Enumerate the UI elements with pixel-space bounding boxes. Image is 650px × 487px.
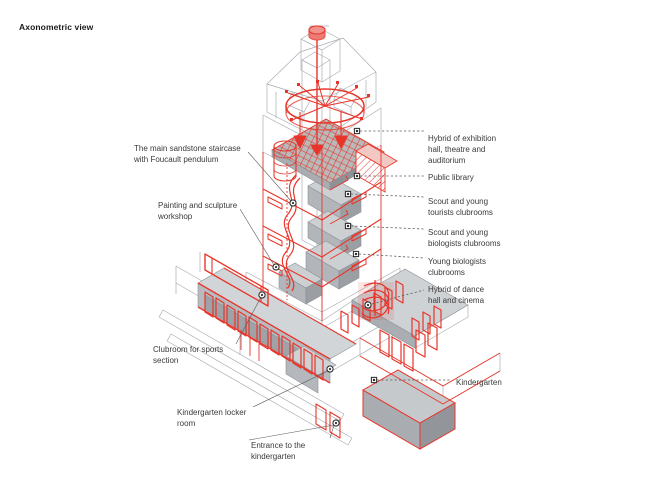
leader-scout-young-biologists — [350, 225, 425, 230]
leader-young-biologists — [358, 253, 425, 259]
marker-kindergarten — [370, 376, 378, 384]
leader-painting-sculpture-workshop — [239, 208, 275, 266]
label-kindergarten-locker-room: Kindergarten locker room — [177, 408, 247, 429]
new-intervention-red — [197, 25, 501, 439]
label-clubroom-sports-section: Clubroom for sports section — [153, 345, 224, 366]
marker-public-library — [353, 172, 361, 180]
leader-hybrid-dance-cinema — [367, 289, 425, 306]
leader-lines — [235, 130, 452, 441]
leader-clubroom-sports-section — [235, 296, 262, 345]
leader-kindergarten-locker-room — [252, 370, 329, 408]
label-main-sandstone-staircase: The main sandstone staircase with Foucau… — [134, 144, 241, 165]
label-entrance-to-kindergarten: Entrance to the kindergarten — [251, 441, 306, 462]
marker-hybrid-dance-cinema — [364, 301, 372, 309]
label-scout-young-tourists: Scout and young tourists clubrooms — [428, 197, 493, 218]
marker-young-biologists — [352, 250, 360, 258]
marker-scout-young-biologists — [344, 222, 352, 230]
leader-main-sandstone-staircase — [247, 151, 292, 202]
marker-clubroom-sports-section — [258, 291, 266, 299]
marker-main-sandstone-staircase — [289, 199, 297, 207]
marker-hybrid-exhibition-hall — [353, 127, 361, 135]
label-painting-sculpture-workshop: Painting and sculpture workshop — [158, 201, 238, 222]
page-title: Axonometric view — [19, 22, 94, 32]
marker-entrance-to-kindergarten — [332, 419, 340, 427]
label-scout-young-biologists: Scout and young biologists clubrooms — [428, 228, 501, 249]
marker-kindergarten-locker-room — [326, 365, 334, 373]
marker-painting-sculpture-workshop — [272, 263, 280, 271]
label-public-library: Public library — [428, 173, 474, 182]
leader-scout-young-tourists — [350, 193, 425, 198]
leader-entrance-to-kindergarten — [329, 424, 335, 439]
label-young-biologists: Young biologists clubrooms — [428, 257, 486, 278]
label-kindergarten: Kindergarten — [456, 378, 502, 387]
label-hybrid-exhibition-hall: Hybrid of exhibition hall, theatre and a… — [428, 134, 497, 166]
marker-scout-young-tourists — [344, 190, 352, 198]
leader-entrance-to-kindergarten-b — [248, 424, 335, 441]
label-hybrid-dance-cinema: Hybrid of dance hall and cinema — [428, 285, 485, 306]
